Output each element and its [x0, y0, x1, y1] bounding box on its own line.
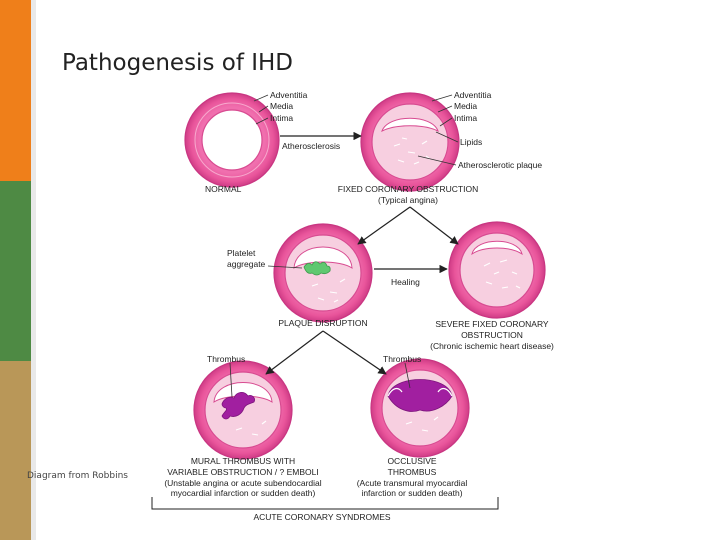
platelet-aggregate	[303, 261, 331, 276]
svg-text:Adventitia: Adventitia	[454, 90, 492, 100]
acute-syndromes-bracket	[151, 497, 499, 510]
svg-text:FIXED CORONARY OBSTRUCTION: FIXED CORONARY OBSTRUCTION	[338, 184, 478, 194]
accent-stripe-tan	[0, 361, 31, 540]
image-credit: Diagram from Robbins	[27, 471, 128, 481]
vessel-plaque-disruption	[273, 223, 373, 323]
thrombus-label-left: Thrombus	[207, 354, 245, 364]
svg-text:Lipids: Lipids	[460, 137, 482, 147]
svg-text:myocardial infarction or sudde: myocardial infarction or sudden death)	[171, 488, 316, 498]
svg-text:Intima: Intima	[270, 113, 293, 123]
caption-normal: NORMAL	[205, 184, 242, 194]
svg-text:Media: Media	[454, 101, 477, 111]
svg-text:SEVERE FIXED CORONARY: SEVERE FIXED CORONARY	[435, 319, 549, 329]
vessel-fixed-obstruction	[360, 92, 460, 192]
thrombus-label-right: Thrombus	[383, 354, 421, 364]
svg-text:Media: Media	[270, 101, 293, 111]
caption-occlusive-thrombus: OCCLUSIVE THROMBUS (Acute transmural myo…	[357, 456, 468, 498]
svg-text:THROMBUS: THROMBUS	[388, 467, 437, 477]
svg-text:VARIABLE OBSTRUCTION / ? EMBOL: VARIABLE OBSTRUCTION / ? EMBOLI	[167, 467, 318, 477]
leader-lines	[229, 94, 459, 398]
vessel-severe-obstruction	[448, 221, 546, 319]
caption-mural-thrombus: MURAL THROMBUS WITH VARIABLE OBSTRUCTION…	[164, 456, 321, 498]
labels-fixed-layers: Adventitia Media Intima Lipids Atheroscl…	[454, 90, 542, 170]
svg-text:PLAQUE DISRUPTION: PLAQUE DISRUPTION	[278, 318, 367, 328]
stripe-edge	[31, 0, 36, 540]
caption-plaque-disruption: PLAQUE DISRUPTION	[278, 318, 367, 328]
svg-text:NORMAL: NORMAL	[205, 184, 242, 194]
mural-thrombus	[221, 392, 255, 420]
vessel-normal	[184, 92, 280, 188]
atherosclerosis-label: Atherosclerosis	[282, 141, 340, 151]
svg-text:(Typical angina): (Typical angina)	[378, 195, 438, 205]
svg-text:MURAL THROMBUS WITH: MURAL THROMBUS WITH	[191, 456, 295, 466]
caption-severe-obstruction: SEVERE FIXED CORONARY OBSTRUCTION (Chron…	[430, 319, 554, 351]
slide-title: Pathogenesis of IHD	[62, 50, 294, 76]
svg-text:OBSTRUCTION: OBSTRUCTION	[461, 330, 523, 340]
svg-text:(Unstable angina or acute sube: (Unstable angina or acute subendocardial	[164, 478, 321, 488]
svg-text:Atherosclerotic plaque: Atherosclerotic plaque	[458, 160, 542, 170]
platelet-label-line1: Platelet	[227, 248, 256, 258]
flow-arrows	[265, 131, 459, 375]
svg-text:Adventitia: Adventitia	[270, 90, 308, 100]
caption-fixed-obstruction: FIXED CORONARY OBSTRUCTION (Typical angi…	[338, 184, 478, 205]
svg-text:(Acute transmural myocardial: (Acute transmural myocardial	[357, 478, 468, 488]
svg-text:Intima: Intima	[454, 113, 477, 123]
acute-syndromes-label: ACUTE CORONARY SYNDROMES	[253, 512, 390, 522]
accent-stripe-orange	[0, 0, 31, 181]
accent-stripe-green	[0, 181, 31, 361]
platelet-label-line2: aggregate	[227, 259, 266, 269]
svg-text:(Chronic ischemic heart diseas: (Chronic ischemic heart disease)	[430, 341, 554, 351]
svg-text:OCCLUSIVE: OCCLUSIVE	[387, 456, 436, 466]
healing-label: Healing	[391, 277, 420, 287]
vessel-occlusive-thrombus	[370, 358, 470, 458]
vessel-mural-thrombus	[193, 360, 293, 460]
svg-text:infarction or sudden death): infarction or sudden death)	[361, 488, 462, 498]
labels-normal-layers: Adventitia Media Intima	[270, 90, 308, 123]
occlusive-thrombus	[387, 379, 453, 412]
